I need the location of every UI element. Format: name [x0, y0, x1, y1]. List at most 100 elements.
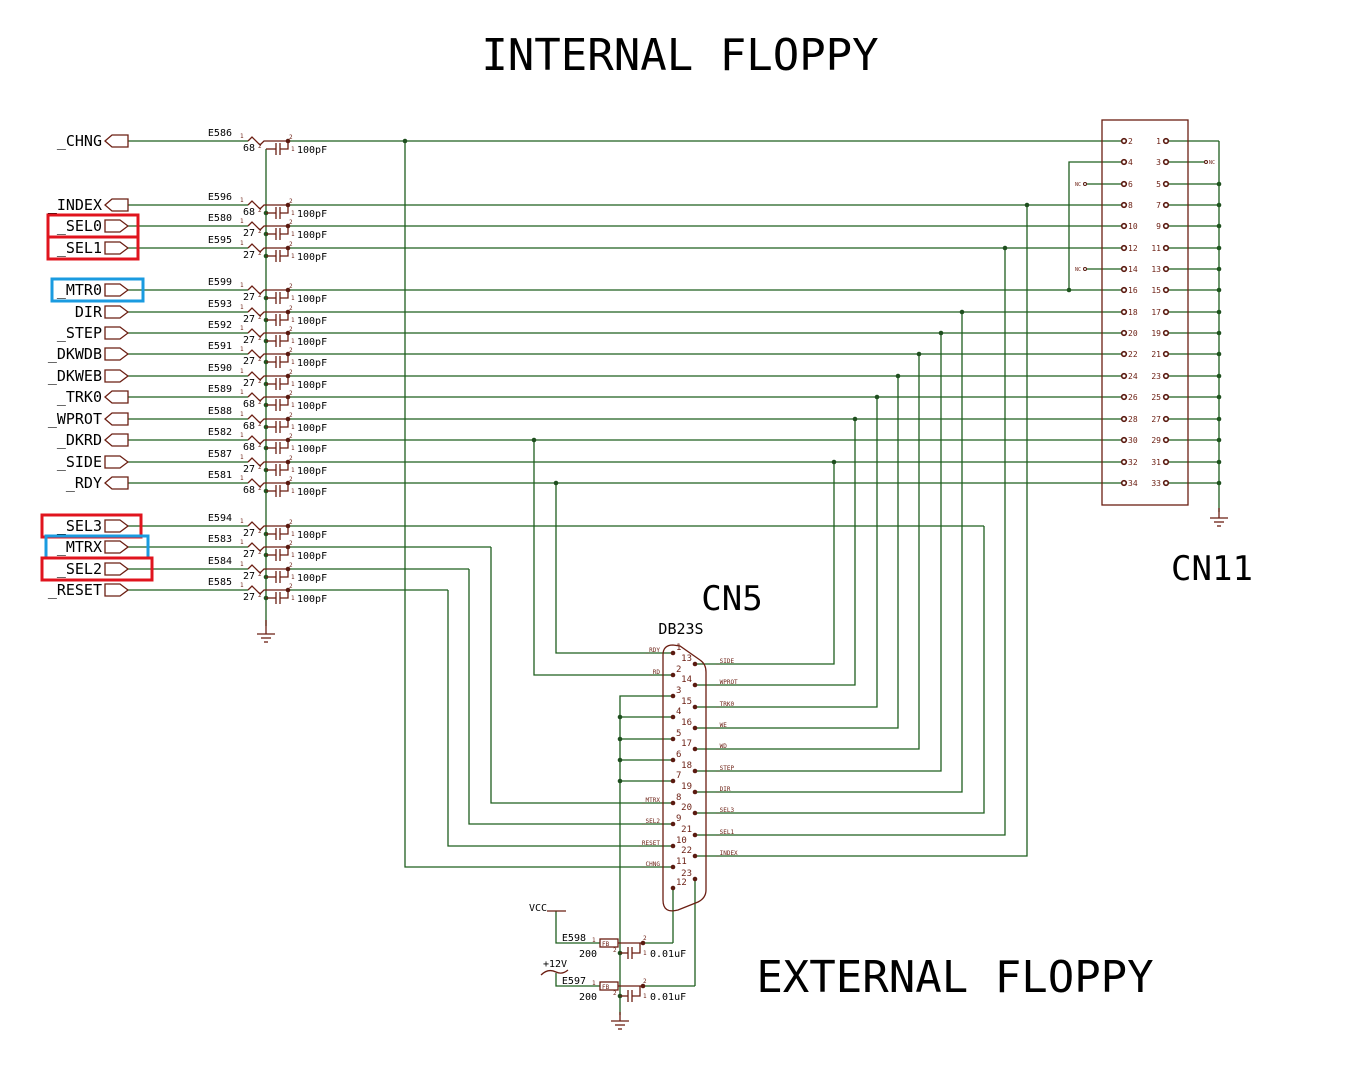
port-output-icon	[104, 455, 130, 469]
port-output-icon	[104, 241, 130, 255]
capacitor-lead	[280, 248, 289, 257]
pin-number: 1	[240, 518, 244, 525]
cn11-pin-15	[1162, 286, 1170, 294]
cn11-pin-14	[1120, 265, 1128, 273]
resistor-value-label: 27	[243, 549, 255, 560]
resistor-value-label: 27	[243, 356, 255, 367]
pin-number: 1	[240, 240, 244, 247]
port-output-icon	[104, 369, 130, 383]
power-wire	[555, 911, 600, 944]
pin-number: 2	[258, 571, 262, 578]
resistor-icon	[247, 136, 288, 146]
cn5-pin-label: _SEL3	[716, 807, 734, 814]
signal-name-label: _DKWEB	[48, 367, 102, 385]
capacitor-lead	[280, 569, 289, 578]
cn11-pin-number: 5	[1156, 180, 1161, 189]
cn5-net-wire	[695, 205, 1028, 857]
pin-number: 2	[258, 292, 262, 299]
capacitor-lead	[632, 986, 641, 997]
resistor-ref-label: E588	[208, 406, 232, 417]
capacitor-value-label: 100pF	[297, 594, 327, 605]
cn11-pin-number: 15	[1151, 286, 1161, 295]
capacitor-value-label: 100pF	[297, 530, 327, 541]
cn11-pin-number: 22	[1128, 350, 1138, 359]
pin-number: 2	[258, 250, 262, 257]
capacitor-value-label: 0.01uF	[650, 992, 686, 1003]
cn11-pin-10	[1120, 222, 1128, 230]
capacitor-lead	[280, 290, 289, 299]
junction-dot	[285, 523, 291, 529]
pin-number: 1	[291, 338, 295, 345]
junction-dot	[285, 351, 291, 357]
ferrite-ref-label: E597	[562, 976, 586, 987]
signal-name-label: _SEL3	[57, 517, 102, 535]
cn5-pin-number: 8	[676, 793, 681, 803]
port-dkweb: _DKWEB	[48, 367, 130, 385]
cn11-pin-number: 7	[1156, 201, 1161, 210]
capacitor-value-label: 100pF	[297, 487, 327, 498]
junction-dot	[285, 245, 291, 251]
signal-name-label: _MTR0	[57, 281, 102, 299]
cn11-pin-number: 2	[1128, 137, 1133, 146]
capacitor-value-label: 100pF	[297, 423, 327, 434]
cn5-pin-9	[670, 821, 676, 827]
power-net-label: +12V	[543, 959, 567, 970]
cn11-pin-number: 12	[1128, 244, 1138, 253]
pin-number: 2	[258, 335, 262, 342]
resistor-icon	[247, 221, 288, 231]
pin-number: 1	[291, 552, 295, 559]
junction-dot	[285, 459, 291, 465]
signal-name-label: _CHNG	[57, 132, 102, 150]
resistor-icon	[247, 585, 288, 595]
pin-number: 1	[291, 488, 295, 495]
pin-number: 2	[613, 947, 617, 954]
cn11-pin-17	[1162, 308, 1170, 316]
resistor-value-label: 68	[243, 421, 255, 432]
pin-number: 1	[240, 282, 244, 289]
signal-name-label: _RESET	[48, 581, 102, 599]
resistor-ref-label: E586	[208, 128, 232, 139]
pin-number: 2	[289, 562, 293, 569]
resistor-icon	[247, 349, 288, 359]
junction-dot	[285, 138, 291, 144]
signal-name-label: _MTRX	[57, 538, 102, 556]
resistor-ref-label: E595	[208, 235, 232, 246]
pin-number: 1	[291, 595, 295, 602]
cn11-pin-31	[1162, 458, 1170, 466]
resistor-value-label: 27	[243, 378, 255, 389]
cn11-pin-number: 14	[1128, 265, 1138, 274]
port-sel1: _SEL1	[57, 239, 130, 257]
cn11-pin-22	[1120, 350, 1128, 358]
pin-number: 2	[258, 421, 262, 428]
junction-dot	[895, 373, 901, 379]
cn5-pin-label: _DIR	[716, 786, 731, 793]
resistor-value-label: 27	[243, 228, 255, 239]
capacitor-value-label: 100pF	[297, 337, 327, 348]
cn5-pin-label: _RESET	[638, 840, 660, 847]
cn11-pin-number: 8	[1128, 201, 1133, 210]
nc-label: NC	[1209, 160, 1215, 166]
cn5-pin-11	[670, 864, 676, 870]
port-input-icon	[104, 390, 129, 404]
cn5-net-wire	[695, 462, 835, 665]
capacitor-lead	[280, 312, 289, 321]
cn5-pin-label: _STEP	[716, 765, 734, 772]
port-wprot: _WPROT	[48, 410, 129, 428]
cn5-pin-3	[670, 693, 676, 699]
cn11-pin-32	[1120, 458, 1128, 466]
cn11-pin-23	[1162, 372, 1170, 380]
resistor-ref-label: E592	[208, 320, 232, 331]
cn5-pin-13	[692, 661, 698, 667]
cn11-pin-6	[1120, 180, 1128, 188]
ferrite-bead-label: FB	[602, 941, 610, 948]
ground-icon	[611, 1017, 629, 1030]
resistor-icon	[247, 521, 288, 531]
ferrite-value-label: 200	[579, 949, 597, 960]
cn5-pin-1	[670, 650, 676, 656]
cn11-pin-34	[1120, 479, 1128, 487]
cn11-pin-number: 32	[1128, 458, 1138, 467]
cn11-pin-number: 19	[1151, 329, 1161, 338]
pin-number: 1	[240, 582, 244, 589]
cn5-pin-label: _SEL2	[642, 818, 660, 825]
